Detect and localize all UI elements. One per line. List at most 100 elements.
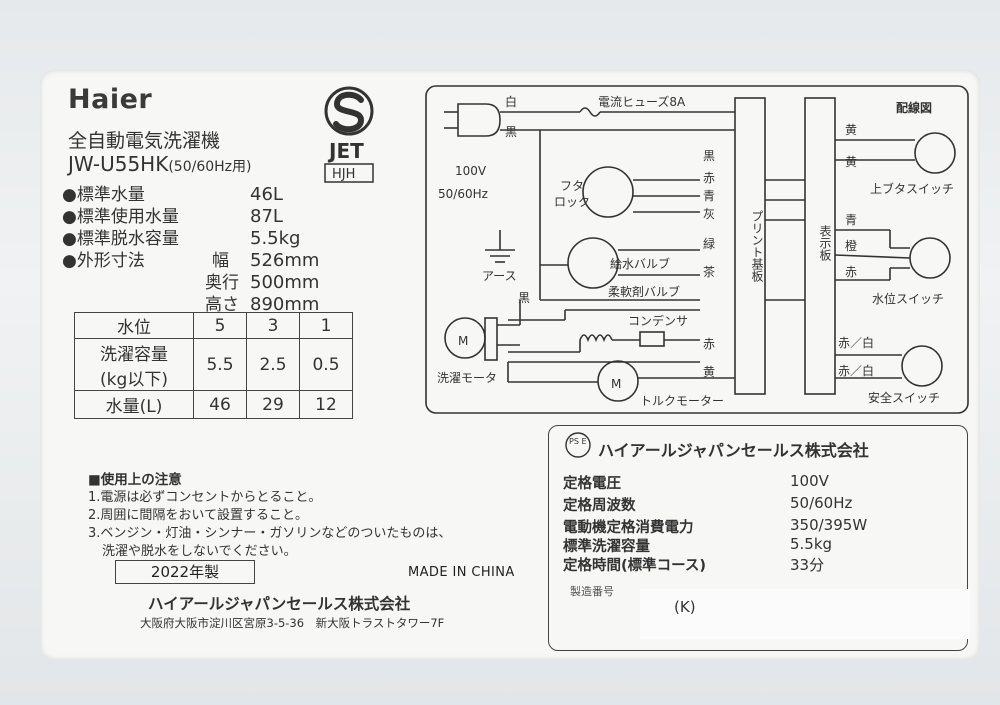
- ground-label: アース: [482, 269, 517, 283]
- rating-company: ハイアールジャパンセールス株式会社: [598, 441, 869, 460]
- table-row: 洗濯容量(kg以下) 5.5 2.5 0.5: [74, 338, 353, 391]
- product-name: 全自動電気洗濯機: [68, 130, 221, 152]
- jet-text: JET: [327, 139, 364, 163]
- wiring-frame: [425, 85, 969, 414]
- capacitor-component: [639, 331, 665, 347]
- power-frequency: 50/60Hz: [438, 187, 488, 201]
- rating-label: 定格周波数: [563, 498, 636, 514]
- softener-valve-label: 柔軟剤バルブ: [608, 284, 680, 299]
- table-row: 水量(L) 46 29 12: [74, 390, 353, 419]
- motor-letter: M: [611, 377, 621, 391]
- model-number: JW-U55HK(50/60Hz用): [68, 152, 251, 176]
- rating-value: 50/60Hz: [790, 494, 853, 512]
- company-name: ハイアールジャパンセールス株式会社: [148, 595, 411, 613]
- lid-switch-component: [914, 132, 956, 174]
- caution-title: ■使用上の注意: [88, 472, 182, 488]
- rating-label: 電動機定格消費電力: [563, 520, 694, 536]
- table-cell: 12: [299, 390, 353, 419]
- table-cell: 0.5: [299, 338, 353, 391]
- motor-letter: M: [458, 334, 468, 348]
- pse-text: PS E: [569, 437, 587, 446]
- wire-color: 茶: [703, 264, 715, 279]
- lid-lock-label: フタ: [560, 179, 584, 193]
- torque-motor-label: トルクモーター: [640, 394, 724, 408]
- wire-color: 黄: [845, 155, 857, 169]
- lid-lock-component: [582, 166, 634, 218]
- water-valve-label: 給水バルブ: [610, 256, 670, 271]
- caution-item: 2.周囲に間隔をおいて設置すること。: [88, 508, 309, 523]
- caution-item: 洗濯や脱水をしないでください。: [102, 544, 297, 559]
- capacitor-coil-icon: [579, 334, 613, 343]
- serial-number-value: (K): [674, 598, 696, 616]
- made-in: MADE IN CHINA: [408, 565, 515, 580]
- company-address: 大阪府大阪市淀川区宮原3-5-36 新大阪トラストタワー7F: [140, 616, 445, 630]
- table-header: 1: [299, 312, 353, 339]
- table-row: 水位 5 3 1: [74, 312, 353, 339]
- table-header: 5: [193, 312, 247, 339]
- wire-color: 白: [505, 94, 517, 109]
- display-board: [804, 97, 836, 395]
- fuse-icon: [579, 107, 601, 117]
- main-board-label: プリント基板: [750, 210, 764, 283]
- wiring-title: 配線図: [896, 100, 932, 115]
- water-valve-component: [567, 237, 619, 289]
- torque-motor-component: [597, 360, 639, 402]
- safety-switch-component: [901, 345, 943, 387]
- brand-logo: Haier: [68, 84, 153, 115]
- wire-color: 黒: [703, 149, 715, 163]
- model-frequency: (50/60Hz用): [168, 159, 252, 175]
- table-header: 水位: [74, 312, 194, 339]
- wire-color: 灰: [703, 207, 715, 221]
- rating-value: 350/395W: [790, 516, 868, 534]
- caution-notes: ■使用上の注意 1.電源は必ずコンセントからとること。 2.周囲に間隔をおいて設…: [88, 471, 528, 561]
- serial-number-box: [640, 589, 970, 639]
- wire-color: 橙: [845, 238, 857, 253]
- rating-label: 標準洗濯容量: [563, 539, 650, 555]
- capacitor-label: コンデンサ: [628, 313, 688, 328]
- table-row-label: 洗濯容量(kg以下): [74, 338, 194, 391]
- rating-value: 100V: [790, 472, 829, 490]
- power-plug-icon: [457, 103, 501, 137]
- wire-color: 緑: [703, 236, 715, 251]
- wire-color: 赤: [845, 265, 857, 279]
- wire-color: 青: [845, 213, 857, 227]
- rating-value: 33分: [790, 556, 825, 574]
- wire-color: 赤／白: [838, 363, 874, 378]
- wash-motor-label: 洗濯モータ: [437, 371, 497, 385]
- model-code: JW-U55HK: [68, 152, 169, 176]
- wire-color: 青: [703, 189, 715, 203]
- caution-item: 1.電源は必ずコンセントからとること。: [88, 490, 322, 505]
- jet-code: HJH: [332, 167, 355, 182]
- wire-color: 黒: [518, 291, 530, 305]
- table-cell: 5.5: [193, 338, 247, 391]
- water-level-table: 水位 5 3 1 洗濯容量(kg以下) 5.5 2.5 0.5 水量(L) 46…: [74, 312, 353, 419]
- wire-color: 赤: [703, 337, 715, 351]
- wire-color: 黄: [703, 365, 715, 379]
- rating-panel: [548, 425, 968, 651]
- table-cell: 46: [193, 390, 247, 419]
- lid-lock-label: ロック: [554, 195, 590, 209]
- manufacture-year: 2022年製: [115, 560, 255, 584]
- rating-label: 定格電圧: [563, 476, 621, 492]
- water-level-switch-component: [909, 237, 951, 279]
- jet-s-mark-icon: JET HJH: [324, 86, 374, 183]
- wire-color: 黒: [505, 125, 517, 139]
- rating-value: 5.5kg: [790, 535, 833, 553]
- pse-mark-icon: PS E: [565, 432, 591, 458]
- wire-color: 赤／白: [838, 335, 874, 350]
- wire-color: 黄: [845, 123, 857, 137]
- caution-item: 3.ベンジン・灯油・シンナー・ガソリンなどのついたものは、: [88, 526, 452, 541]
- serial-number-label: 製造番号: [570, 585, 614, 598]
- water-level-switch-label: 水位スイッチ: [872, 291, 944, 306]
- display-board-label: 表示板: [818, 225, 832, 262]
- safety-switch-label: 安全スイッチ: [868, 390, 940, 405]
- lid-switch-label: 上ブタスイッチ: [870, 181, 954, 196]
